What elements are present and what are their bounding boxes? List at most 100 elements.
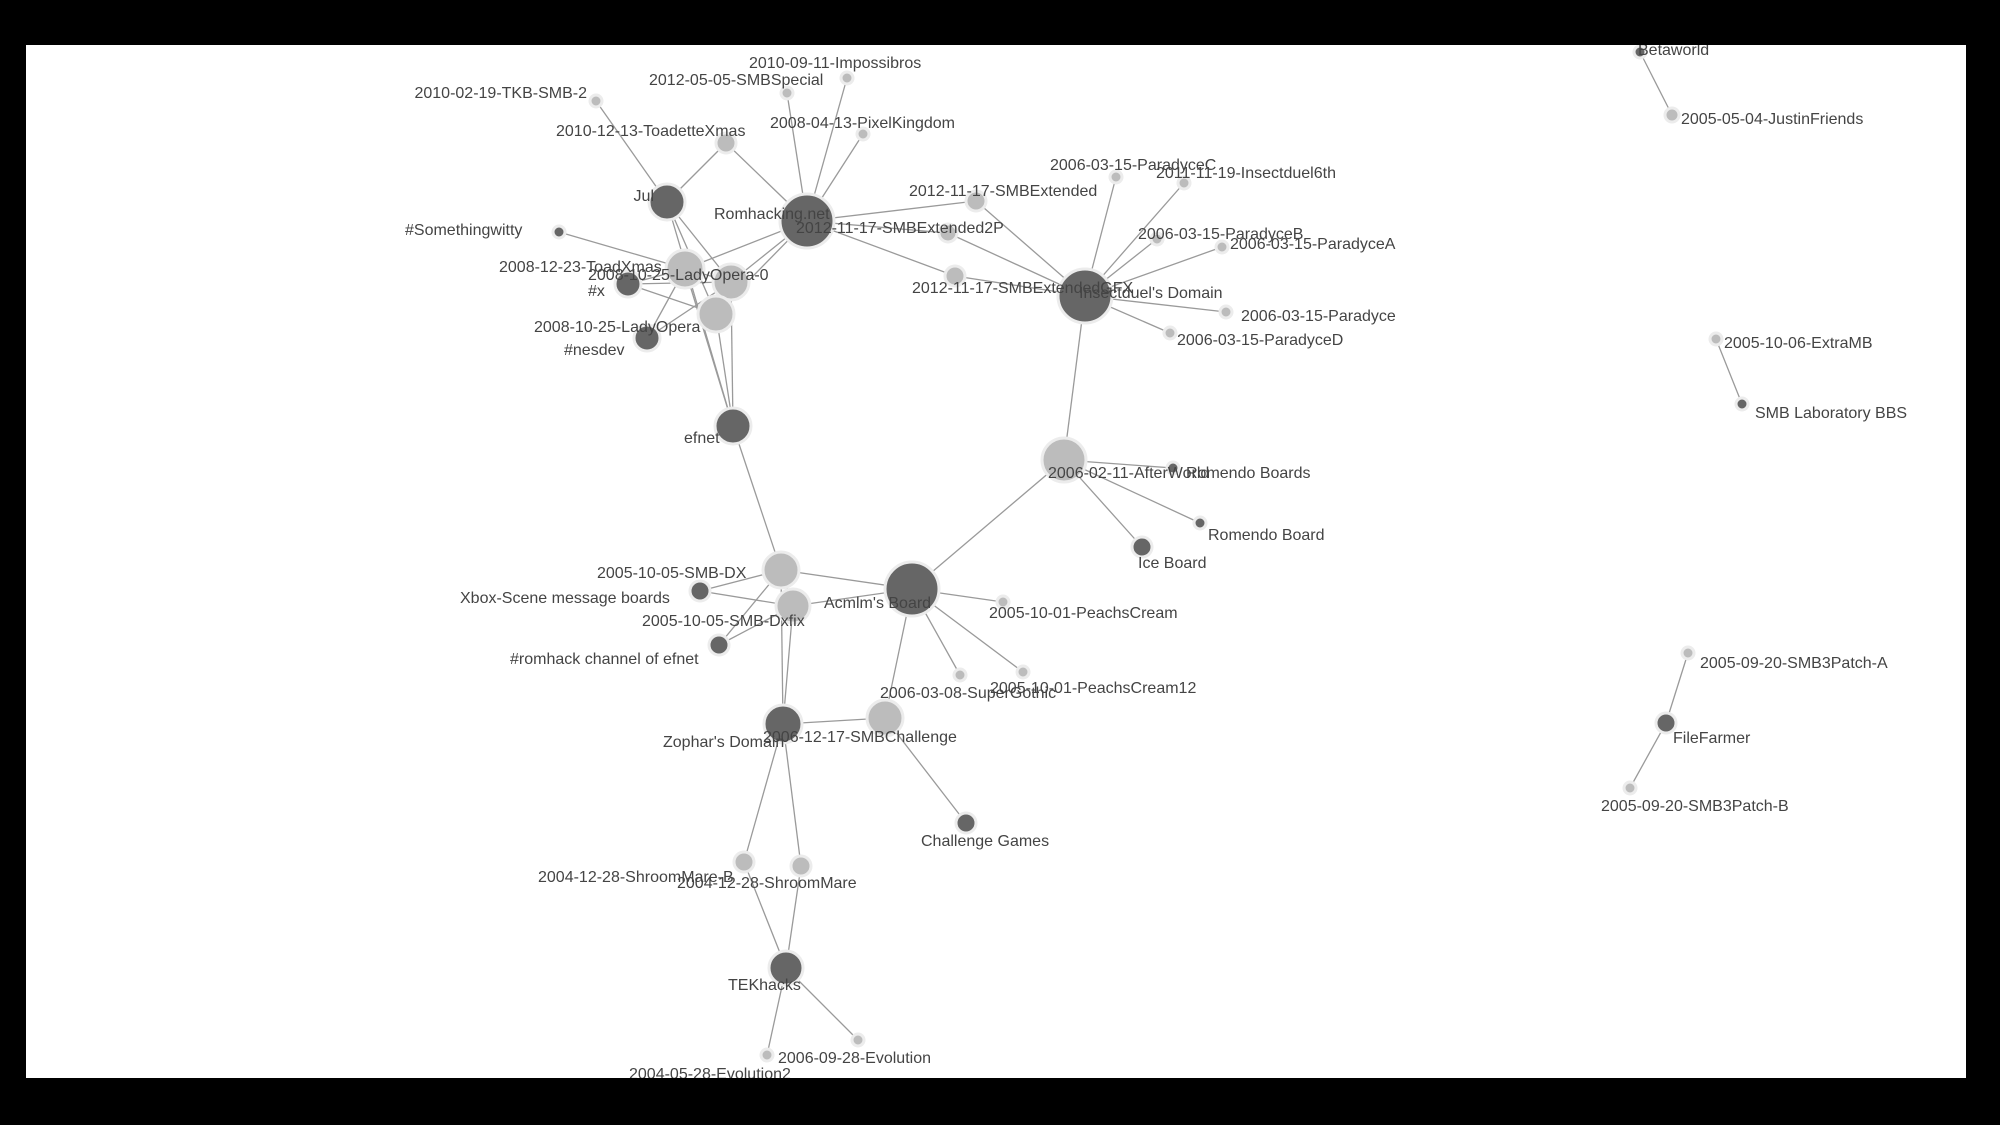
node-evolution2[interactable] <box>759 1047 775 1063</box>
node-label-tkb: 2010-02-19-TKB-SMB-2 <box>414 85 587 102</box>
node-x[interactable] <box>613 269 643 299</box>
node-label-smbchallenge: 2006-12-17-SMBChallenge <box>763 729 957 746</box>
node-label-peachscream12: 2005-10-01-PeachsCream12 <box>990 680 1196 697</box>
label-layer: 2010-02-19-TKB-SMB-2 2010-09-11-Impossibr… <box>405 45 1907 1078</box>
node-label-ladyopera: 2008-10-25-LadyOpera <box>534 319 700 336</box>
node-nesdev[interactable] <box>632 323 662 353</box>
node-efnet[interactable] <box>713 406 753 446</box>
node-label-nesdev: #nesdev <box>564 342 625 359</box>
node-smbdx[interactable] <box>761 550 801 590</box>
node-jul[interactable] <box>647 182 687 222</box>
node-label-ladyopera0: 2008-10-25-LadyOpera-0 <box>588 267 769 284</box>
edge-filefarmer-smb3b <box>1629 722 1667 789</box>
node-label-justinfriends: 2005-05-04-JustinFriends <box>1681 111 1863 128</box>
node-label-smbdx: 2005-10-05-SMB-DX <box>597 565 747 582</box>
node-paradyceb[interactable] <box>1149 231 1165 247</box>
node-smblab[interactable] <box>1734 396 1750 412</box>
node-toadettexmas[interactable] <box>714 131 738 155</box>
node-label-paradyceb: 2006-03-15-ParadyceB <box>1138 226 1303 243</box>
node-iceboard[interactable] <box>1130 535 1154 559</box>
node-label-shroommare: 2004-12-28-ShroomMare <box>677 875 857 892</box>
node-filefarmer[interactable] <box>1654 711 1678 735</box>
node-label-insectduel6th: 2011-11-19-Insectduel6th <box>1156 165 1336 182</box>
node-label-impossibros: 2010-09-11-Impossibros <box>749 55 921 72</box>
node-smb3b[interactable] <box>1622 780 1638 796</box>
node-label-paradycea: 2006-03-15-ParadyceA <box>1230 236 1396 253</box>
node-label-betaworld: Betaworld <box>1638 45 1709 59</box>
node-smbextgfx[interactable] <box>943 264 967 288</box>
node-label-smbdxfix: 2005-10-05-SMB-Dxfix <box>642 613 805 630</box>
node-toadxmas[interactable] <box>664 248 706 290</box>
node-paradycea[interactable] <box>1214 239 1230 255</box>
node-romhackchan[interactable] <box>707 633 731 657</box>
node-challengegames[interactable] <box>954 811 978 835</box>
node-insectduel[interactable] <box>1056 267 1114 325</box>
node-label-romendoboard: Romendo Board <box>1208 527 1325 544</box>
edge-smbchallenge-challengegames <box>884 717 967 824</box>
node-label-paradycec: 2006-03-15-ParadyceC <box>1050 157 1216 174</box>
node-shroommareb[interactable] <box>732 850 756 874</box>
node-label-smbext2p: 2012-11-17-SMBExtended2P <box>796 220 1004 237</box>
node-smbspecial[interactable] <box>779 85 795 101</box>
node-label-x: #x <box>588 283 605 300</box>
node-tkb[interactable] <box>588 93 604 109</box>
node-afterworld[interactable] <box>1040 436 1088 484</box>
node-justinfriends[interactable] <box>1663 106 1681 124</box>
network-graph[interactable]: 2010-02-19-TKB-SMB-2 2010-09-11-Impossibr… <box>26 45 1966 1078</box>
node-label-evolution: 2006-09-28-Evolution <box>778 1050 931 1067</box>
node-label-smbspecial: 2012-05-05-SMBSpecial <box>649 72 823 89</box>
edge-efnet-toadxmas <box>684 268 734 427</box>
node-supergothic[interactable] <box>952 667 968 683</box>
node-label-smbextgfx: 2012-11-17-SMBExtendedGFX <box>912 280 1133 297</box>
edge-jul-tkb <box>595 100 668 203</box>
node-insectduel6th[interactable] <box>1176 175 1192 191</box>
node-shroommare[interactable] <box>789 854 813 878</box>
edge-betaworld-justinfriends <box>1639 51 1673 116</box>
node-acmlm[interactable] <box>883 560 941 618</box>
node-zophar[interactable] <box>762 703 804 745</box>
node-ladyopera0[interactable] <box>711 262 751 302</box>
node-extramb[interactable] <box>1708 331 1724 347</box>
node-smbext[interactable] <box>964 189 988 213</box>
node-label-xbox: Xbox-Scene message boards <box>460 590 670 607</box>
node-xbox[interactable] <box>688 579 712 603</box>
node-smbext2p[interactable] <box>937 222 959 244</box>
node-label-efnet: efnet <box>684 430 720 447</box>
node-label-zophar: Zophar's Domain <box>663 734 784 751</box>
node-smb3a[interactable] <box>1680 645 1696 661</box>
node-label-romendoboards: Romendo Boards <box>1186 465 1311 482</box>
graph-canvas[interactable]: 2010-02-19-TKB-SMB-2 2010-09-11-Impossibr… <box>26 45 1966 1078</box>
node-paradyce[interactable] <box>1218 304 1234 320</box>
node-impossibros[interactable] <box>839 70 855 86</box>
node-label-filefarmer: FileFarmer <box>1673 730 1751 747</box>
node-somethingwitty[interactable] <box>551 224 567 240</box>
node-label-challengegames: Challenge Games <box>921 833 1049 850</box>
node-label-smb3b: 2005-09-20-SMB3Patch-B <box>1601 798 1789 815</box>
node-label-toadxmas: 2008-12-23-ToadXmas <box>499 259 662 276</box>
node-paradycec[interactable] <box>1108 169 1124 185</box>
node-peachscream12[interactable] <box>1015 664 1031 680</box>
node-ladyopera[interactable] <box>696 294 736 334</box>
node-label-pixelkingdom: 2008-04-13-PixelKingdom <box>770 115 955 132</box>
node-label-smb3a: 2005-09-20-SMB3Patch-A <box>1700 655 1888 672</box>
edge-afterworld-acmlm <box>911 459 1065 590</box>
node-evolution[interactable] <box>850 1032 866 1048</box>
node-smbchallenge[interactable] <box>865 698 905 738</box>
node-romhacking[interactable] <box>778 192 836 250</box>
node-pixelkingdom[interactable] <box>855 126 871 142</box>
node-peachscream[interactable] <box>995 594 1011 610</box>
node-paradyced[interactable] <box>1162 325 1178 341</box>
node-label-paradyced: 2006-03-15-ParadyceD <box>1177 332 1343 349</box>
node-label-extramb: 2005-10-06-ExtraMB <box>1724 335 1873 352</box>
node-smbdxfix[interactable] <box>774 587 812 625</box>
node-label-peachscream: 2005-10-01-PeachsCream <box>989 605 1178 622</box>
node-tekhacks[interactable] <box>767 949 805 987</box>
node-label-paradyce: 2006-03-15-Paradyce <box>1241 308 1396 325</box>
node-romendoboards[interactable] <box>1165 460 1181 476</box>
edge-zophar-shroommareb <box>743 723 784 863</box>
node-label-romhacking: Romhacking.net <box>714 206 830 223</box>
node-romendoboard[interactable] <box>1192 515 1208 531</box>
node-betaworld[interactable] <box>1632 45 1648 60</box>
node-label-smbext: 2012-11-17-SMBExtended <box>909 183 1097 200</box>
